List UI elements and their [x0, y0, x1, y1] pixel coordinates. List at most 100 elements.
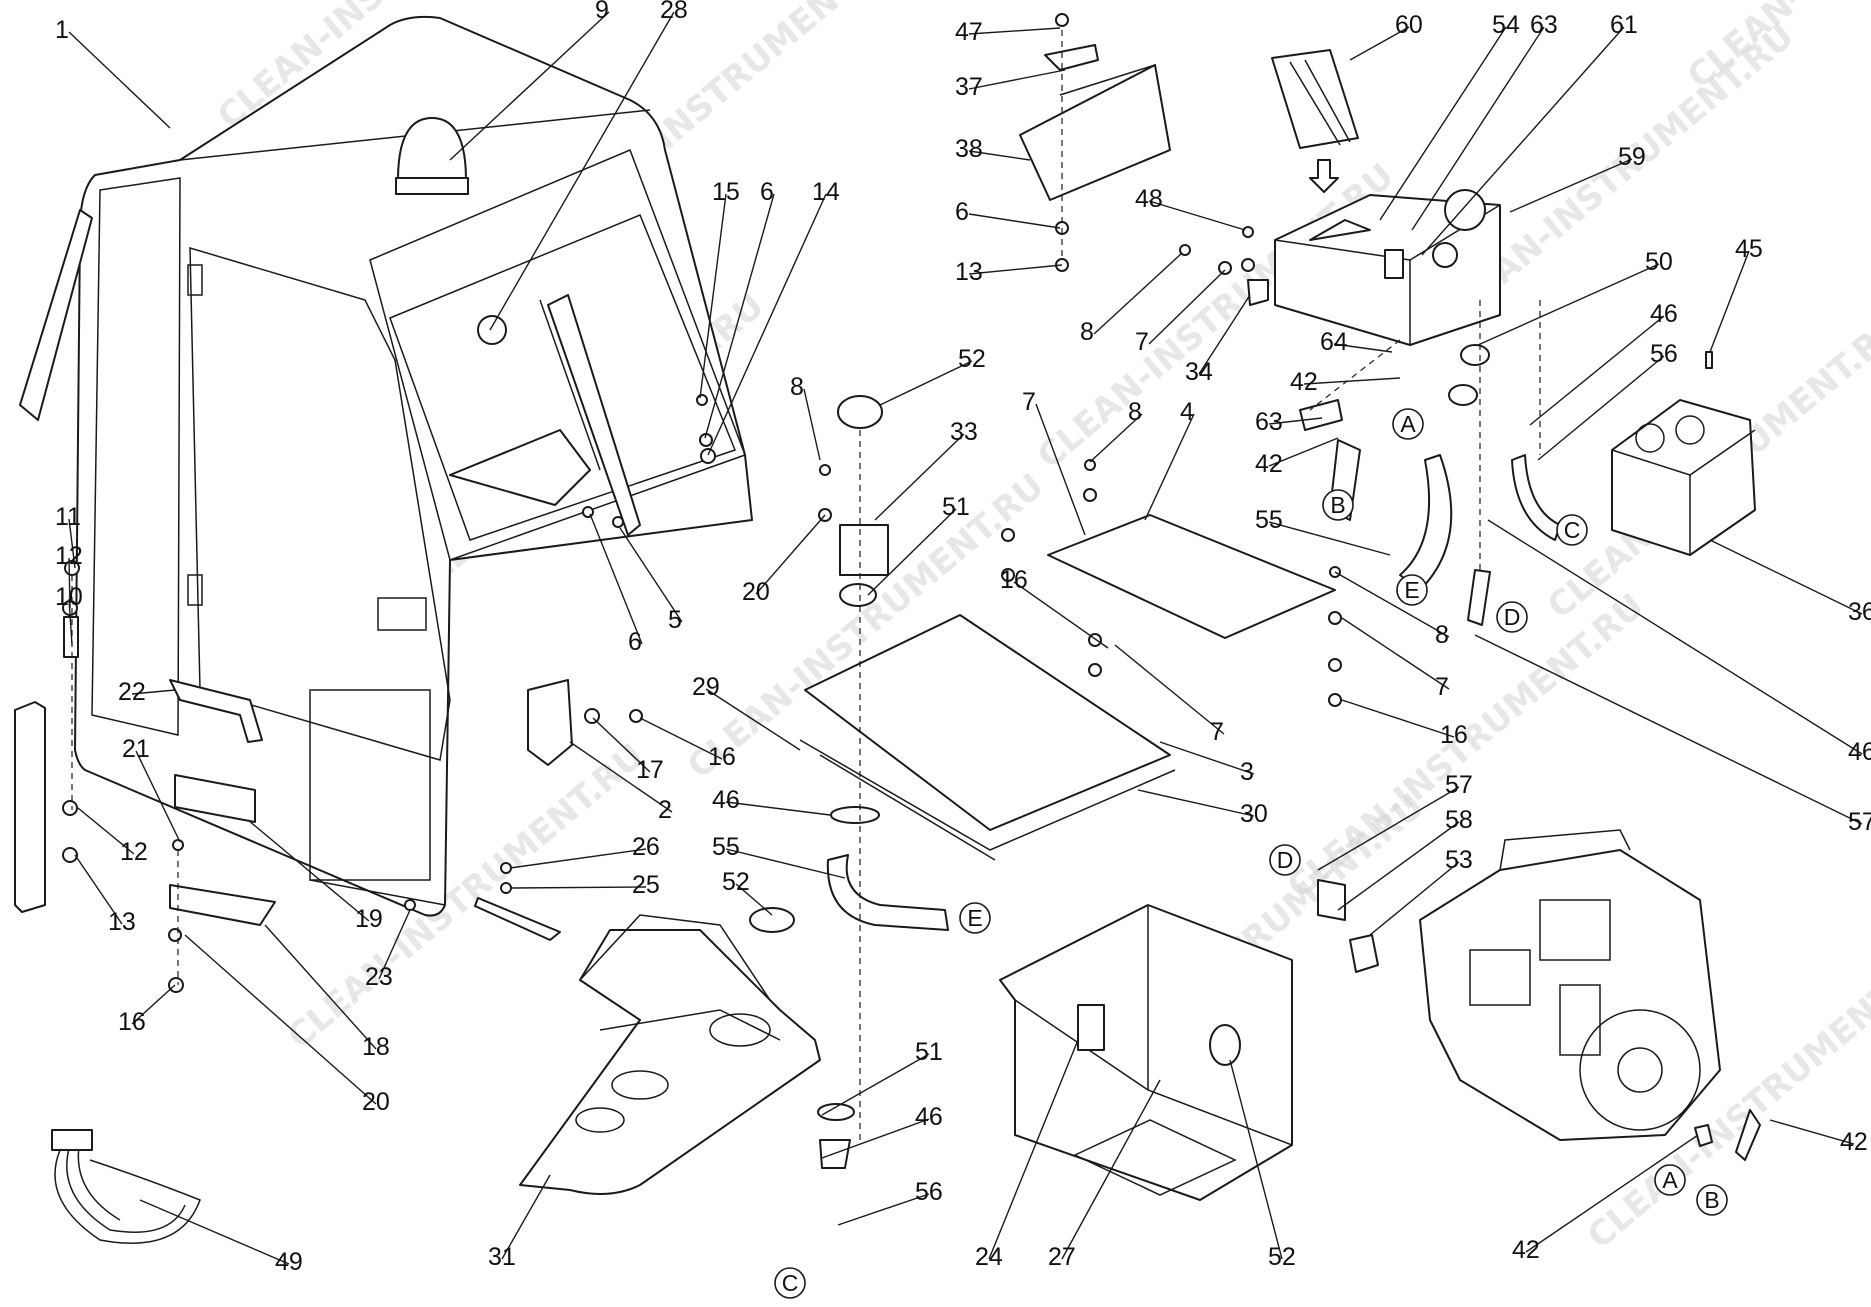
leader-line	[1148, 200, 1246, 231]
leader-line	[1709, 539, 1863, 615]
part-number-label: 42	[1512, 1236, 1540, 1264]
part-number-label: 12	[120, 838, 148, 866]
connector-letter: E	[967, 905, 982, 931]
part-number-label: 50	[1645, 248, 1673, 276]
battery-tray	[999, 879, 1379, 1201]
part-number-label: 1	[55, 16, 69, 44]
part-number-label: 20	[362, 1088, 390, 1116]
connector-circle	[1496, 601, 1528, 633]
part-number-label: 64	[1320, 328, 1348, 356]
part-number-label: 26	[632, 833, 660, 861]
part-number-label: 23	[365, 963, 393, 991]
leader-line	[707, 193, 827, 456]
leader-line	[968, 264, 1063, 275]
leader-line	[705, 688, 801, 751]
leader-line	[1061, 1079, 1161, 1260]
leader-line	[619, 527, 683, 623]
connector-circle	[1696, 1184, 1728, 1216]
leader-line	[1268, 437, 1339, 467]
leader-line	[867, 508, 957, 596]
floor-plates	[799, 395, 1342, 1169]
leader-line	[68, 518, 76, 569]
leader-line	[968, 27, 1061, 35]
heater-unit	[1179, 49, 1561, 626]
part-number-label: 48	[1135, 185, 1163, 213]
leader-line	[1114, 644, 1225, 735]
leader-line	[1474, 634, 1863, 825]
part-number-label: 19	[355, 905, 383, 933]
leader-line	[968, 150, 1031, 161]
part-number-label: 21	[122, 735, 150, 763]
leader-line	[1317, 786, 1460, 871]
connector-circle	[1322, 489, 1354, 521]
part-number-label: 16	[1440, 721, 1468, 749]
part-number-label: 7	[1022, 388, 1036, 416]
leader-line	[1035, 403, 1086, 536]
leader-line	[1411, 26, 1545, 231]
leader-line	[735, 883, 773, 916]
connector-letter: B	[1704, 1187, 1719, 1213]
leader-line	[1769, 1119, 1855, 1145]
part-number-label: 16	[1000, 566, 1028, 594]
leader-line	[184, 934, 377, 1105]
connector-circle	[774, 1267, 806, 1299]
part-number-label: 15	[712, 178, 740, 206]
leader-line	[489, 11, 675, 331]
part-number-label: 51	[942, 493, 970, 521]
part-number-label: 38	[955, 135, 983, 163]
part-number-label: 57	[1848, 808, 1871, 836]
leader-line	[449, 11, 610, 161]
part-number-label: 2	[658, 796, 672, 824]
leader-line	[135, 750, 181, 843]
part-number-label: 42	[1255, 450, 1283, 478]
part-number-label: 7	[1435, 673, 1449, 701]
part-number-label: 63	[1255, 408, 1283, 436]
leader-line	[511, 886, 647, 889]
leader-line	[1341, 699, 1455, 738]
part-number-label: 63	[1530, 11, 1558, 39]
part-number-label: 6	[955, 198, 969, 226]
part-number-label: 14	[812, 178, 840, 206]
connector-circle	[959, 902, 991, 934]
leader-line	[68, 31, 171, 129]
part-number-label: 46	[1848, 738, 1871, 766]
connector-letter: A	[1662, 1167, 1678, 1193]
connector-circle	[1654, 1164, 1686, 1196]
leader-line	[1148, 269, 1226, 345]
leader-line	[1333, 343, 1393, 353]
part-number-label: 46	[915, 1103, 943, 1131]
part-number-label: 46	[712, 786, 740, 814]
part-number-label: 6	[760, 178, 774, 206]
part-number-label: 61	[1610, 11, 1638, 39]
part-number-label: 3	[1240, 758, 1254, 786]
part-number-label: 31	[488, 1243, 516, 1271]
leader-line	[821, 1118, 930, 1159]
leader-line	[821, 1053, 930, 1116]
leader-line	[1529, 315, 1665, 426]
heater-cover	[1019, 13, 1171, 272]
part-number-label: 27	[1048, 1243, 1076, 1271]
part-number-label: 42	[1840, 1128, 1868, 1156]
part-number-label: 59	[1618, 143, 1646, 171]
part-number-label: 8	[1080, 318, 1094, 346]
part-number-label: 52	[722, 868, 750, 896]
leader-line	[589, 513, 643, 645]
leader-line	[1334, 571, 1450, 638]
leader-line	[378, 909, 411, 980]
part-number-label: 37	[955, 73, 983, 101]
leader-line	[874, 433, 965, 521]
part-number-label: 49	[275, 1248, 303, 1276]
leader-line	[131, 984, 176, 1025]
leader-line	[1303, 377, 1401, 385]
leader-line	[68, 598, 73, 646]
leader-line	[725, 848, 846, 879]
leader-line	[139, 1199, 290, 1265]
part-number-label: 55	[712, 833, 740, 861]
leader-line	[1349, 26, 1410, 61]
part-number-label: 4	[1180, 398, 1194, 426]
leader-line	[699, 193, 727, 399]
part-number-label: 13	[108, 908, 136, 936]
part-number-label: 16	[708, 743, 736, 771]
